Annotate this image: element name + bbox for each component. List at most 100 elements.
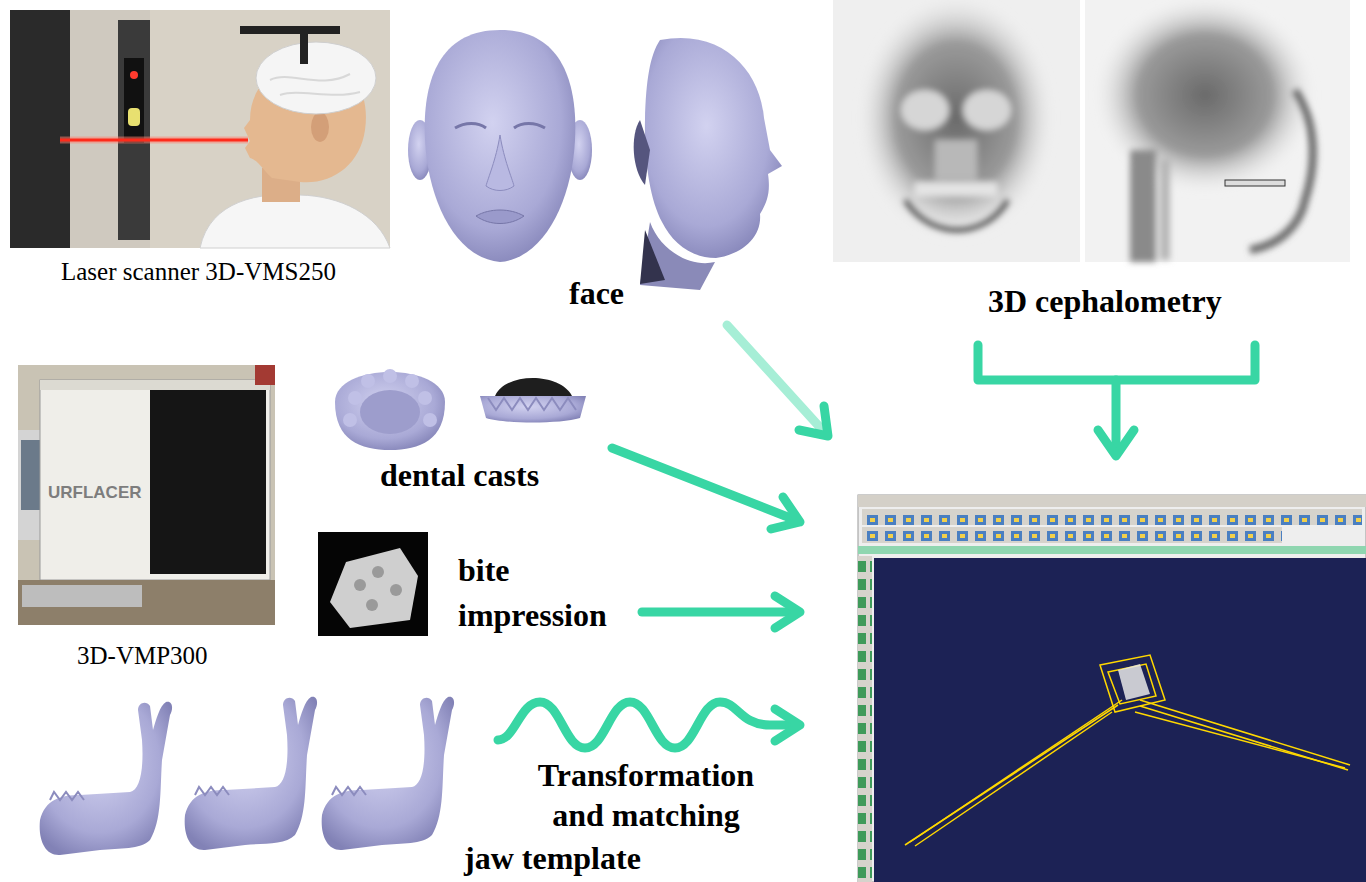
dental-cast-upper-part: [343, 413, 357, 427]
scanner-photo-part: [300, 30, 308, 64]
cephalogram-front-part-part: [935, 140, 977, 180]
software-screenshot-part: [858, 556, 872, 882]
scanner-photo-part: [60, 139, 248, 142]
process-label: Transformation and matching: [516, 755, 776, 835]
face-scan-side-part: [640, 230, 665, 284]
digitizer-photo-part: [18, 580, 275, 625]
dental-cast-upper-part: [418, 391, 432, 405]
software-screenshot-part: [858, 495, 1366, 507]
jaw-template-figure-part: [185, 697, 317, 850]
cephalogram-front: [833, 0, 1080, 262]
cephalometry-label: 3D cephalometry: [988, 283, 1222, 319]
software-screenshot-part-part: [1108, 664, 1156, 704]
scanner-photo-part: [256, 42, 376, 114]
face-scan-side: [634, 38, 782, 290]
cephalometry-label-box: 3D cephalometry: [988, 283, 1222, 319]
flow-arrows-part: [642, 608, 798, 617]
dental-cast-upper-part: [361, 374, 375, 388]
flow-arrows-part: [1098, 430, 1134, 456]
digitizer-photo-part: [22, 585, 142, 607]
software-screenshot-part: [858, 546, 1366, 554]
jaw-template-figure-part-part: [50, 792, 84, 800]
digitizer-photo-part: [150, 386, 266, 574]
software-screenshot-part: [1118, 664, 1150, 700]
cephalogram-front-part-part: [901, 90, 949, 130]
casts-label: dental casts: [380, 457, 539, 493]
bite-impression-photo-part: [366, 599, 378, 611]
cephalogram-lateral-part-part: [1160, 160, 1170, 260]
dental-cast-lower-part: [495, 378, 572, 396]
jaw-template-figure-part: [322, 697, 454, 850]
jaw-template-figure: [40, 697, 454, 855]
scanner-photo-part: [124, 58, 144, 143]
flow-arrows-part: [498, 702, 798, 748]
software-screenshot-part-part: [910, 700, 1122, 842]
device-caption: 3D-VMP300: [77, 640, 208, 672]
digitizer-photo-part: [40, 380, 270, 580]
jaw-template-figure-part-part: [40, 702, 172, 855]
dental-cast-upper-part: [405, 374, 419, 388]
software-screenshot-part: [862, 509, 1362, 525]
flow-arrows-part: [978, 345, 1255, 380]
cephalogram-lateral: [1085, 0, 1350, 262]
scanner-photo: [10, 10, 390, 248]
scanner-photo-part: [10, 10, 390, 248]
cephalogram-front-part-part: [963, 90, 1011, 130]
dental-cast-upper: [335, 369, 445, 450]
bite-impression-photo-part: [330, 548, 418, 628]
software-screenshot-part: [862, 527, 1282, 543]
jaw-template-figure-part-part: [332, 787, 366, 795]
digitizer-photo: [18, 365, 275, 625]
jaw-template-figure-part-part: [322, 697, 454, 850]
face-scan-front-part: [486, 135, 514, 191]
software-screenshot-part-part: [1140, 700, 1350, 765]
scanner-photo-part: [60, 137, 248, 144]
jaw-label-box: jaw template: [464, 840, 641, 876]
dental-cast-upper-part: [335, 372, 445, 450]
software-screenshot-part: [858, 495, 1366, 882]
scanner-photo-part: [200, 194, 390, 248]
cephalogram-lateral-part-part: [1093, 0, 1317, 195]
jaw-template-figure-part-part: [195, 787, 229, 795]
face-scan-front-part: [455, 124, 545, 129]
scanner-photo-part: [311, 112, 329, 142]
dental-cast-upper-part: [423, 413, 437, 427]
digitizer-photo-part: [40, 380, 270, 390]
cephalogram-lateral-part: [1093, 0, 1317, 262]
dental-cast-upper-part: [383, 369, 397, 383]
scanner-photo-part: [118, 20, 150, 240]
scanner-photo-part: [128, 108, 140, 126]
flow-arrows-part: [775, 596, 800, 628]
software-screenshot: [858, 495, 1366, 882]
software-screenshot-part: [905, 655, 1350, 846]
cephalogram-front-part: [856, 0, 1056, 243]
device-caption-box: 3D-VMP300: [77, 640, 208, 672]
face-scan-front-part: [476, 210, 524, 224]
flow-arrows-part: [612, 448, 798, 521]
flow-arrows-part: [775, 709, 800, 741]
flow-arrows-part: [771, 497, 800, 529]
jaw-template-figure-part-part: [185, 697, 317, 850]
face-label: face: [569, 275, 624, 311]
face-scan-front: [408, 30, 592, 262]
cephalogram-front-part-part: [915, 182, 997, 196]
dental-cast-lower: [480, 378, 586, 423]
software-screenshot-part-part: [1100, 655, 1165, 712]
digitizer-photo-part: [255, 365, 275, 385]
scanner-photo-part: [10, 10, 70, 248]
cephalogram-front-part-part: [905, 200, 1008, 230]
bite-impression-photo-part: [354, 579, 366, 591]
flow-arrows-part: [727, 325, 826, 434]
bite-impression-photo-part: [318, 532, 428, 636]
scanner-photo-part: [270, 74, 360, 95]
cephalogram-lateral-part-part: [1130, 150, 1156, 262]
jaw-label: jaw template: [464, 840, 641, 876]
bite-impression-photo-part: [390, 584, 402, 596]
flow-arrows-part: [799, 406, 828, 436]
face-label-box: face: [569, 275, 624, 311]
face-scan-side-part: [634, 120, 650, 185]
scanner-photo-part: [130, 71, 138, 79]
bite-impression-photo: [318, 532, 428, 636]
